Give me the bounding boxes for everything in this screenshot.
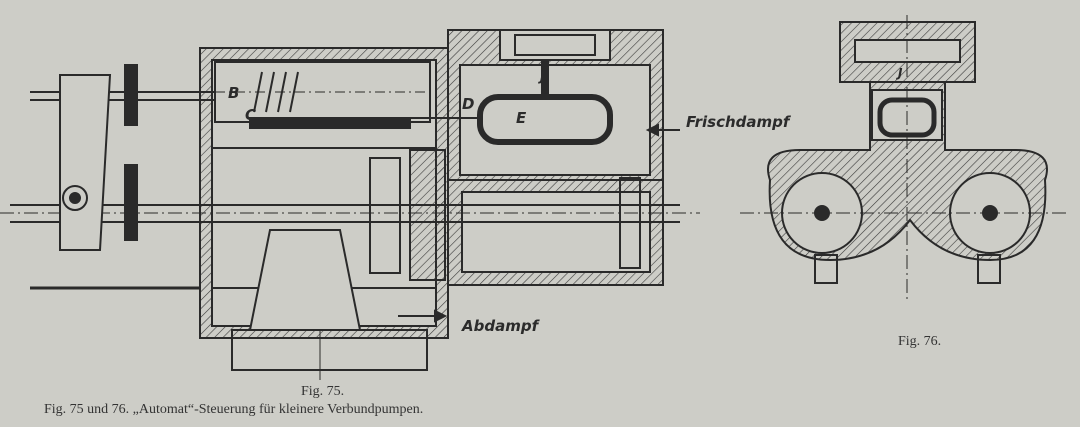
label-d: D bbox=[462, 95, 475, 113]
fig76-drawing bbox=[740, 15, 1070, 300]
label-b: B bbox=[228, 84, 240, 102]
fig75-drawing bbox=[0, 29, 700, 380]
inlet-label: Frischdampf bbox=[686, 113, 790, 131]
main-caption: Fig. 75 und 76. „Automat“-Steuerung für … bbox=[44, 402, 424, 417]
label-c: C bbox=[245, 106, 257, 124]
outlet-label: Abdampf bbox=[462, 317, 539, 335]
label-e: E bbox=[516, 109, 527, 127]
label-j: J bbox=[540, 70, 545, 84]
fig76-caption: Fig. 76. bbox=[898, 334, 942, 349]
fig76-label-j: J bbox=[898, 66, 903, 80]
fig75-caption: Fig. 75. bbox=[301, 384, 345, 399]
